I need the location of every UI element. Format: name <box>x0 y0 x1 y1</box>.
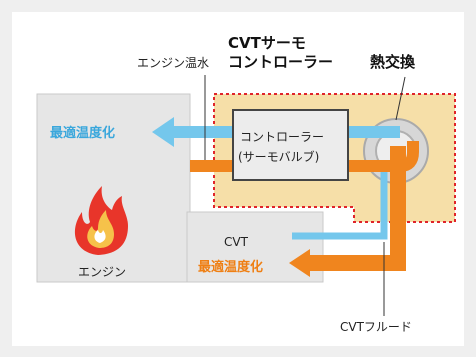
water-return-arrowhead <box>152 117 174 147</box>
controller-box <box>232 109 349 181</box>
flame-icon <box>74 186 128 255</box>
heat-exchanger-label: 熱交換 <box>370 53 416 71</box>
cvt-fluid-inner-line <box>292 160 388 240</box>
controller-label-line1: コントローラー <box>240 130 325 144</box>
cvt-fluid-label: CVTフルード <box>340 320 412 334</box>
cvt-thermo-title-line1: CVTサーモ <box>228 34 306 52</box>
optimal-temp-engine-label: 最適温度化 <box>50 126 116 141</box>
engine-label: エンジン <box>78 265 127 279</box>
engine-water-arrow <box>190 141 419 172</box>
controller-label-line2: (サーモバルブ) <box>238 150 320 164</box>
heat-exchanger-leader <box>395 76 406 121</box>
cvt-fluid-arrow <box>308 146 406 271</box>
optimal-temp-cvt-label: 最適温度化 <box>198 260 264 275</box>
cvt-label: CVT <box>224 235 248 249</box>
cvt-thermo-title-line2: コントローラー <box>228 53 334 71</box>
cvt-fluid-arrowhead <box>289 249 310 277</box>
engine-water-label: エンジン温水 <box>137 56 210 70</box>
